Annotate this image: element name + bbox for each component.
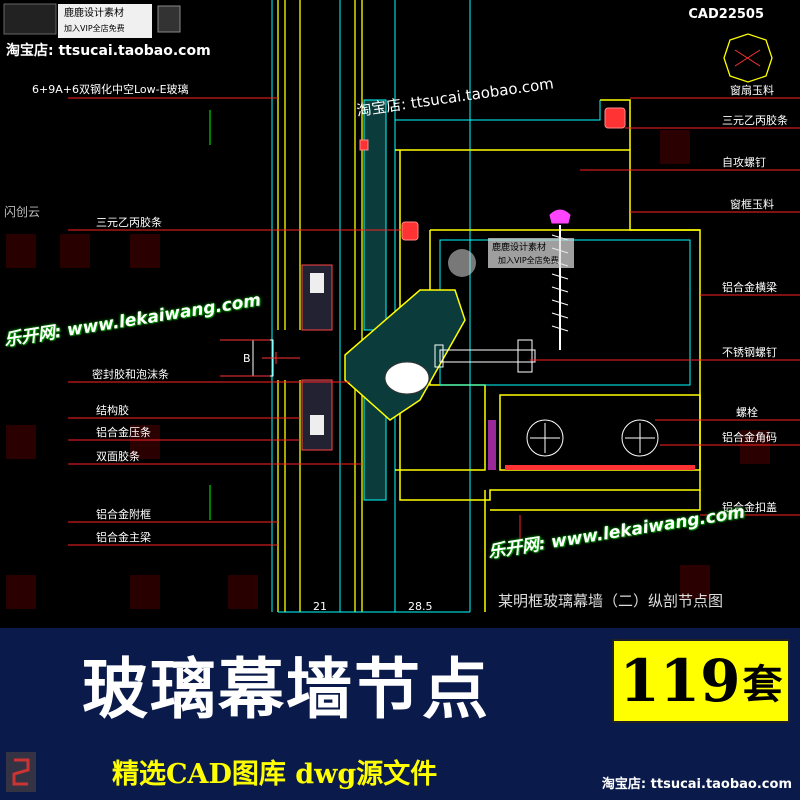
badge-top-text: 鹿鹿设计素材 [64, 6, 124, 19]
dim-21: 21 [313, 600, 327, 613]
drawing-caption: 某明框玻璃幕墙（二）纵剖节点图 [498, 592, 724, 610]
octagon-mark [723, 33, 773, 83]
label-double-tape: 双面胶条 [96, 449, 140, 463]
label-pressure-strip: 铝合金压条 [96, 425, 151, 439]
label-epdm-right: 三元乙丙胶条 [722, 113, 788, 127]
gaskets [359, 107, 626, 241]
logo-watermarks [6, 130, 770, 609]
right-annotations: 窗扇玉料 三元乙丙胶条 自攻螺钉 窗框玉料 铝合金横梁 不锈钢螺钉 螺栓 铝合金… [722, 83, 788, 514]
label-stainless-screw: 不锈钢螺钉 [722, 346, 777, 359]
banner-subtitle: 精选CAD图库 dwg源文件 [112, 759, 438, 790]
shanchuang-watermark: 闪创云 [4, 205, 40, 219]
label-transom: 铝合金横梁 [722, 280, 777, 294]
product-code: CAD22505 [688, 7, 764, 22]
badge-mid: 鹿鹿设计素材 加入VIP全店免费 [448, 238, 574, 277]
left-leaders [68, 97, 402, 546]
section-drawing: 鹿鹿设计素材 加入VIP全店免费 [3, 0, 800, 613]
right-leaders [519, 97, 800, 540]
taobao-watermark-footer: 淘宝店: ttsucai.taobao.com [601, 777, 792, 792]
bottom-dimensions: 21 28.5 [278, 600, 470, 613]
label-epdm-left: 三元乙丙胶条 [96, 215, 162, 229]
count-unit: 套 [742, 662, 783, 708]
banner-title: 玻璃幕墙节点 [82, 651, 490, 728]
pressure-plate [344, 289, 466, 421]
label-cover-cap: 铝合金扣盖 [722, 500, 777, 514]
count-badge: 119 套 [612, 639, 790, 723]
label-sub-frame: 铝合金附框 [96, 507, 151, 521]
glazing-infill [301, 99, 387, 501]
badge-top-left: 鹿鹿设计素材 加入VIP全店免费 [3, 3, 181, 38]
count-number: 119 [619, 647, 741, 715]
dim-28-5: 28.5 [408, 600, 433, 613]
mullion-lines [277, 0, 363, 612]
center-mark: B [220, 339, 300, 377]
label-main-beam: 铝合金主梁 [96, 530, 151, 544]
badge-mid-subtext: 加入VIP全店免费 [498, 255, 559, 265]
label-angle-bracket: 铝合金角码 [722, 430, 777, 444]
badge-top-subtext: 加入VIP全店免费 [64, 23, 125, 33]
bolts [434, 209, 695, 470]
cad-drawing: 鹿鹿设计素材 加入VIP全店免费 [2, 0, 800, 613]
left-annotations: 6+9A+6双钢化中空Low-E玻璃 三元乙丙胶条 密封胶和泡沫条 结构胶 铝合… [32, 82, 189, 544]
taobao-watermark-top: 淘宝店: ttsucai.taobao.com [6, 43, 211, 59]
logo-icon [6, 752, 36, 792]
label-sash: 窗扇玉料 [730, 83, 774, 97]
label-bolt: 螺栓 [736, 405, 758, 419]
label-window-frame: 窗框玉料 [730, 197, 774, 211]
label-structural-glue: 结构胶 [96, 403, 129, 417]
label-tapping-screw: 自攻螺钉 [722, 155, 766, 169]
label-sealant: 密封胶和泡沫条 [92, 367, 169, 381]
dim-b: B [243, 352, 251, 365]
badge-mid-text: 鹿鹿设计素材 [492, 241, 546, 253]
label-glass: 6+9A+6双钢化中空Low-E玻璃 [32, 82, 189, 96]
